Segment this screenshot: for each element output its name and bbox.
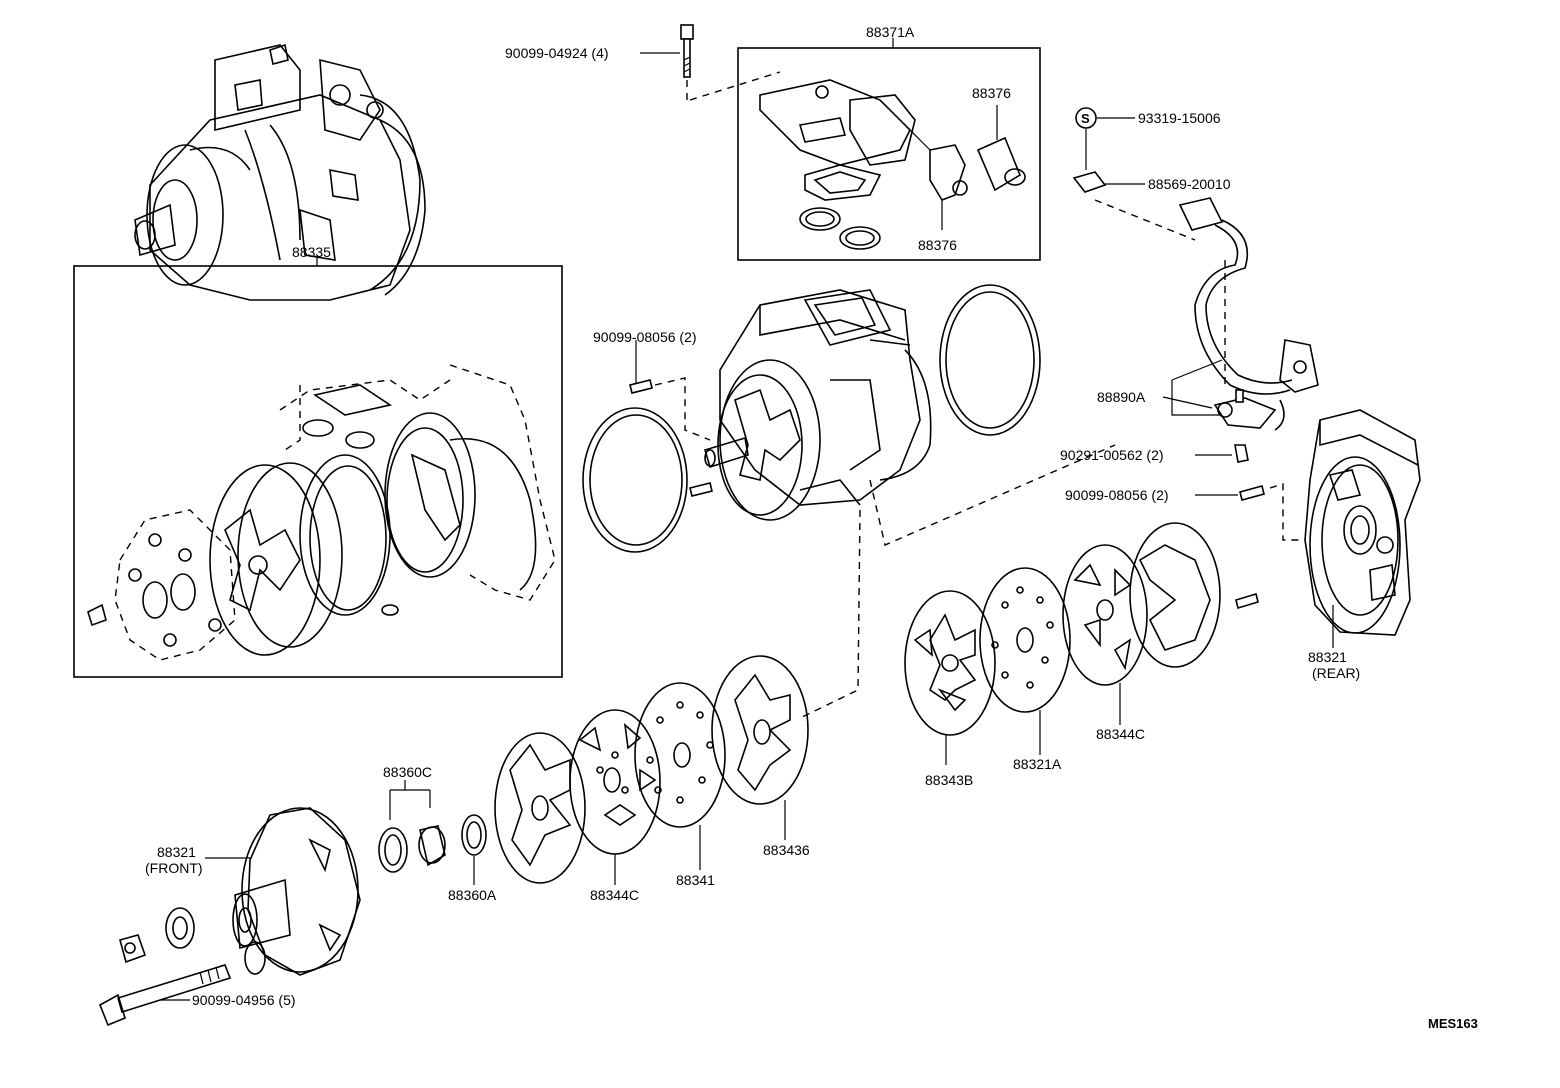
gasket-rear-disc [1062,544,1148,686]
callout-snap-ring: 88360A [448,887,497,903]
suction-plate-front-disc [494,732,586,884]
callout-front-housing: 88321 [157,844,196,860]
front-housing [98,807,361,1027]
sensor-harness [1162,197,1319,463]
front-plates [494,655,809,885]
s-symbol-circle [1075,107,1097,129]
callout-valve-a: 88376 [972,85,1011,101]
callout-cover-assembly: 88371A [866,24,915,40]
callout-pin-rear: 90099-08056 (2) [1065,487,1169,503]
cover-assembly-frame [737,47,1041,261]
assembled-compressor-illustration [134,43,426,301]
plate-front-disc [634,682,726,828]
callout-seal-kit: 88360C [383,764,432,780]
rear-plates [904,522,1221,765]
bolt-top-part [640,24,781,101]
seal-kit-group [378,780,487,885]
callout-reed-rear: 88321A [1013,756,1062,772]
callout-clip: 88569-20010 [1148,176,1231,192]
callout-plate-front: 88341 [676,872,715,888]
cylinder-assembly-frame [73,265,563,678]
screw-clip-group [1072,107,1196,241]
cylinder-body [582,284,1116,719]
callout-pin-upper: 90099-08056 (2) [593,329,697,345]
callout-gasket-rear: 88344C [1096,726,1145,742]
callout-bolt-sensor: 90291-00562 (2) [1060,447,1164,463]
rear-housing [1195,409,1421,648]
figure-code: MES163 [1428,1016,1478,1031]
cylinder-assembly-group [73,257,563,678]
callout-through-bolt: 90099-04956 (5) [192,992,296,1008]
callout-valve-plate-front: 883436 [763,842,810,858]
callout-front-housing-note: (FRONT) [145,860,203,876]
callout-valve-b: 88376 [918,237,957,253]
shim-rear-disc [1129,522,1221,668]
callout-valve-plate-rear: 88343B [925,772,973,788]
callout-screw-s: 93319-15006 [1138,110,1221,126]
callout-rear-housing-note: (REAR) [1312,665,1360,681]
callout-cylinder-assembly: 88335 [292,244,331,260]
reed-rear-disc [979,567,1071,713]
callout-gasket-front: 88344C [590,887,639,903]
valve-plate-front-disc [711,655,809,805]
callout-rear-housing: 88321 [1308,649,1347,665]
callout-sensor: 88890A [1097,389,1146,405]
cover-assembly-group [737,38,1041,261]
callout-bolt-top: 90099-04924 (4) [505,45,609,61]
valve-plate-rear-disc [904,590,996,736]
s-symbol-label: S [1081,111,1090,126]
